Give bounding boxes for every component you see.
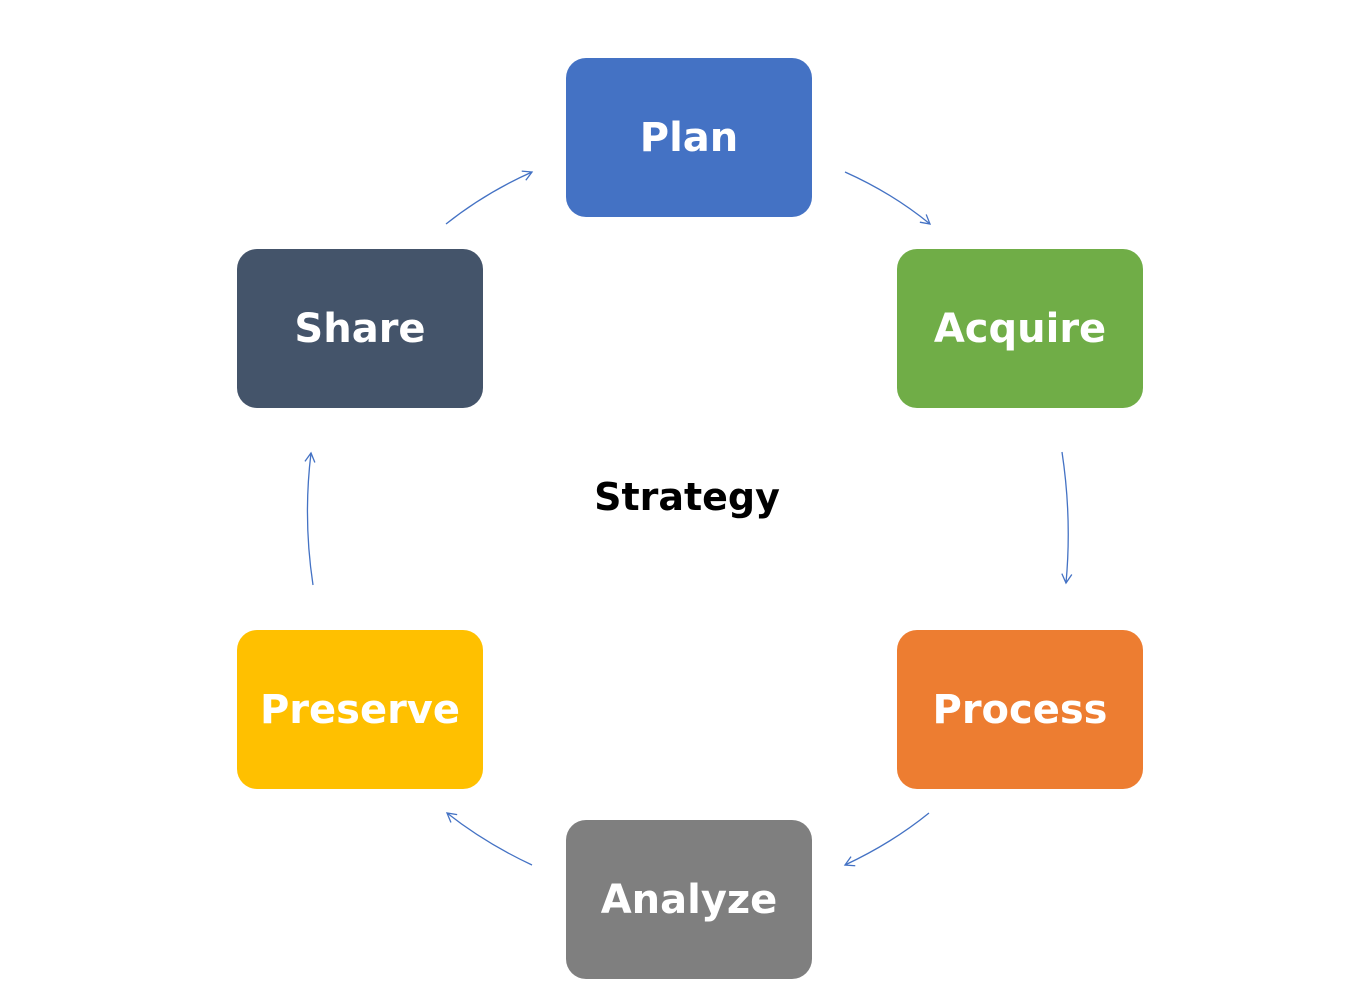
arrow-plan-to-acquire — [844, 171, 932, 225]
arrow-preserve-to-share — [304, 451, 316, 586]
stage-label: Process — [932, 686, 1108, 733]
stage-plan: Plan — [566, 58, 812, 217]
stage-label: Share — [294, 305, 426, 352]
stage-analyze: Analyze — [566, 820, 812, 979]
stage-share: Share — [237, 249, 483, 408]
stage-label: Acquire — [933, 305, 1107, 352]
stage-label: Plan — [639, 114, 739, 161]
arrow-analyze-to-preserve — [445, 812, 533, 866]
stage-label: Analyze — [600, 876, 778, 923]
stage-process: Process — [897, 630, 1143, 789]
arrow-acquire-to-process — [1061, 451, 1073, 585]
stage-label: Preserve — [259, 686, 461, 733]
arrow-process-to-analyze — [843, 812, 930, 867]
arrow-share-to-plan — [445, 170, 534, 225]
center-label: Strategy — [594, 475, 780, 519]
stage-preserve: Preserve — [237, 630, 483, 789]
stage-acquire: Acquire — [897, 249, 1143, 408]
